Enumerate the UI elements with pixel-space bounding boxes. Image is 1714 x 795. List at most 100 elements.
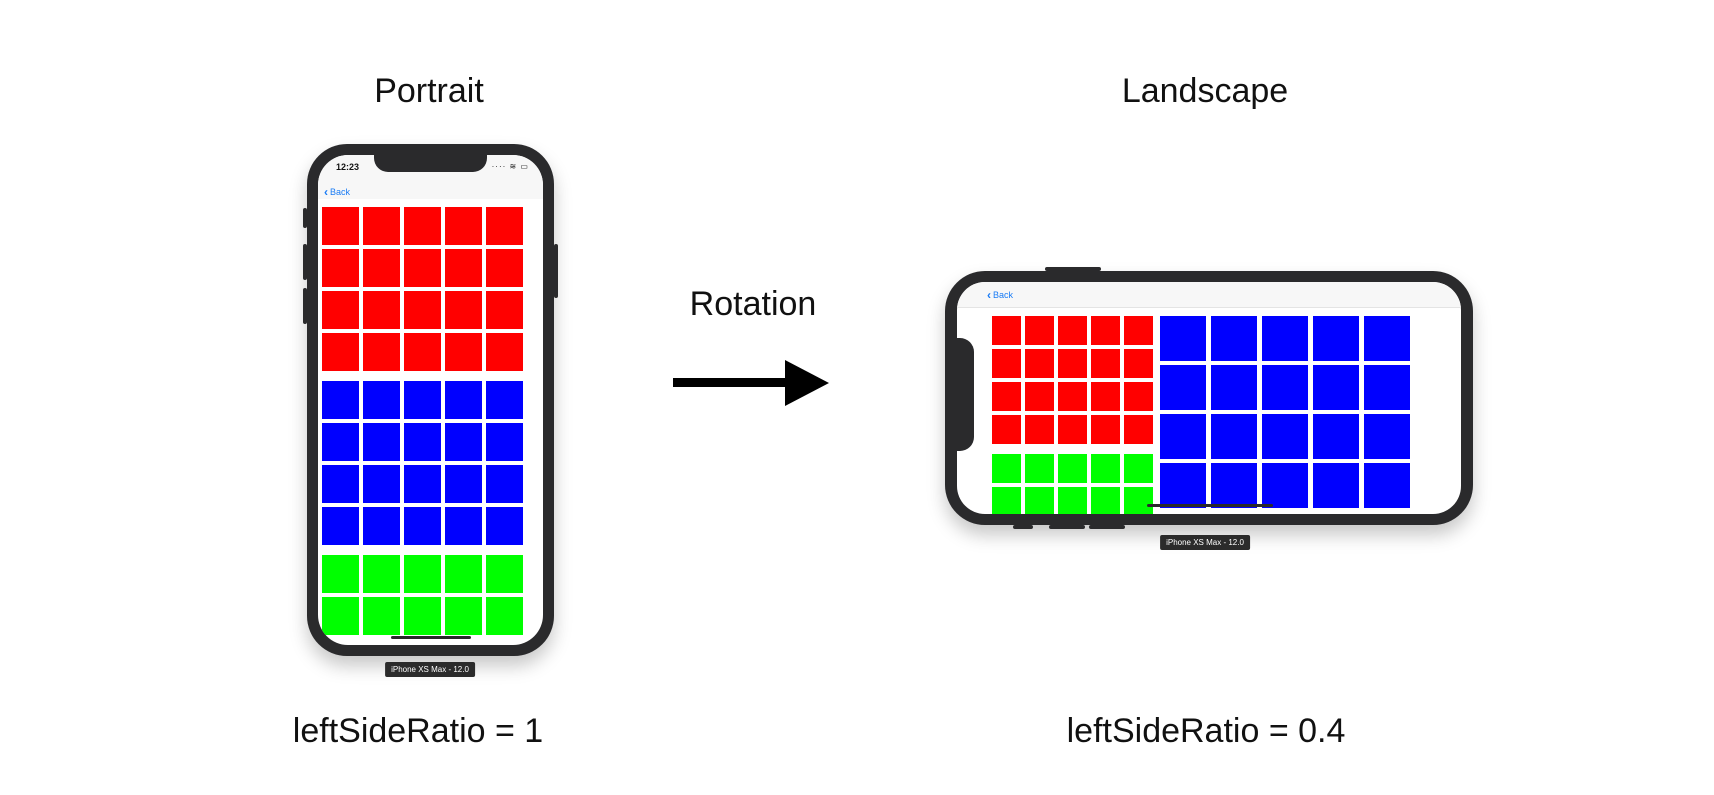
red-tile	[1058, 349, 1087, 378]
back-label: Back	[330, 187, 351, 197]
green-tile	[992, 454, 1021, 483]
red-tile	[486, 249, 523, 287]
blue-tile	[1160, 414, 1206, 459]
landscape-simulator-label: iPhone XS Max - 12.0	[1160, 535, 1250, 550]
blue-tile	[1364, 463, 1410, 508]
red-tile	[322, 249, 359, 287]
blue-tile	[322, 381, 359, 419]
blue-tile	[404, 507, 441, 545]
blue-tile	[1262, 365, 1308, 410]
red-tile	[404, 291, 441, 329]
red-tile	[363, 207, 400, 245]
green-tile	[445, 555, 482, 593]
blue-tile	[1262, 316, 1308, 361]
red-tile	[445, 249, 482, 287]
red-tile	[1124, 316, 1153, 345]
side-button-bottom-2	[1049, 525, 1085, 529]
blue-tile	[486, 381, 523, 419]
side-button-top	[1045, 267, 1101, 271]
side-button-volume-down	[303, 288, 307, 324]
red-tile	[992, 316, 1021, 345]
landscape-screen: ‹Back	[957, 282, 1461, 514]
red-tile	[1091, 349, 1120, 378]
green-tile	[486, 597, 523, 635]
chevron-left-icon: ‹	[987, 288, 991, 302]
back-button[interactable]: ‹Back	[324, 184, 351, 199]
red-tile	[322, 291, 359, 329]
green-tile	[486, 555, 523, 593]
green-tile	[404, 597, 441, 635]
blue-tile	[322, 507, 359, 545]
red-tile	[1058, 415, 1087, 444]
green-tile	[1124, 487, 1153, 514]
blue-tile	[1313, 316, 1359, 361]
blue-tile	[1160, 316, 1206, 361]
side-button-silent	[303, 208, 307, 228]
blue-tile	[1160, 365, 1206, 410]
green-tile	[1091, 454, 1120, 483]
red-tile	[1025, 316, 1054, 345]
blue-tile	[1211, 365, 1257, 410]
red-tile	[445, 333, 482, 371]
red-tile	[322, 207, 359, 245]
blue-tile	[486, 465, 523, 503]
side-button-bottom-3	[1089, 525, 1125, 529]
rotation-label: Rotation	[689, 285, 817, 323]
chevron-left-icon: ‹	[324, 185, 328, 199]
blue-tile	[363, 507, 400, 545]
green-tile	[1058, 454, 1087, 483]
blue-tile	[445, 381, 482, 419]
red-tile	[992, 349, 1021, 378]
red-tile	[1025, 349, 1054, 378]
blue-tile	[1313, 414, 1359, 459]
green-tile	[1091, 487, 1120, 514]
red-tile	[486, 291, 523, 329]
red-tile	[404, 207, 441, 245]
red-tile	[1091, 316, 1120, 345]
landscape-caption: leftSideRatio = 0.4	[1066, 712, 1346, 750]
blue-tile	[1160, 463, 1206, 508]
blue-tile	[1364, 316, 1410, 361]
portrait-title: Portrait	[374, 72, 484, 110]
blue-tile	[1211, 414, 1257, 459]
green-tile	[1058, 487, 1087, 514]
red-tile	[363, 291, 400, 329]
notch	[957, 338, 974, 451]
landscape-phone: ‹Back	[945, 267, 1473, 529]
blue-tile	[1262, 414, 1308, 459]
green-tile	[1025, 454, 1054, 483]
red-tile	[1091, 382, 1120, 411]
blue-tile	[445, 465, 482, 503]
red-tile	[445, 291, 482, 329]
blue-tile	[404, 423, 441, 461]
side-button-volume-up	[303, 244, 307, 280]
home-indicator	[391, 636, 471, 639]
back-label: Back	[993, 290, 1014, 300]
side-button-bottom-1	[1013, 525, 1033, 529]
red-tile	[486, 333, 523, 371]
blue-tile	[363, 381, 400, 419]
portrait-caption: leftSideRatio = 1	[292, 712, 544, 750]
green-tile	[363, 555, 400, 593]
landscape-title: Landscape	[1121, 72, 1289, 110]
red-tile	[1124, 415, 1153, 444]
blue-tile	[486, 507, 523, 545]
blue-tile	[445, 423, 482, 461]
blue-tile	[486, 423, 523, 461]
red-tile	[322, 333, 359, 371]
back-button[interactable]: ‹Back	[987, 287, 1014, 302]
red-tile	[1058, 316, 1087, 345]
side-button-power	[554, 244, 558, 298]
green-tile	[1025, 487, 1054, 514]
green-tile	[404, 555, 441, 593]
green-tile	[322, 555, 359, 593]
blue-tile	[404, 465, 441, 503]
blue-tile	[404, 381, 441, 419]
red-tile	[363, 333, 400, 371]
red-tile	[404, 333, 441, 371]
blue-tile	[1364, 365, 1410, 410]
red-tile	[1058, 382, 1087, 411]
blue-tile	[1262, 463, 1308, 508]
red-tile	[1091, 415, 1120, 444]
blue-tile	[1313, 463, 1359, 508]
